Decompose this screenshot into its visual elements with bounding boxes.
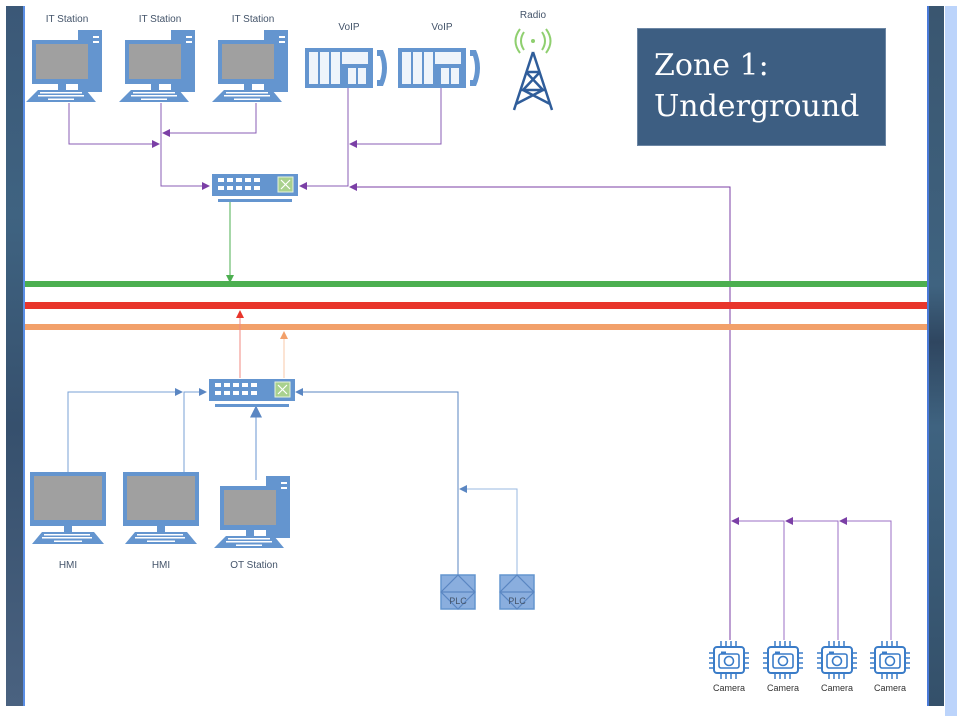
red-bus [25, 302, 927, 309]
hmi-label: HMI [152, 560, 170, 571]
voip-phone-icon [398, 48, 480, 88]
it-station-2[interactable]: IT Station [119, 14, 195, 102]
zone-title-box: Zone 1: Underground [637, 28, 886, 146]
it-links [68, 88, 731, 640]
camera-icon [762, 640, 804, 680]
camera-3[interactable]: Camera [816, 640, 858, 693]
zone-title-line1: Zone 1: [654, 48, 769, 83]
voip-phone-icon [305, 48, 387, 88]
camera-label: Camera [821, 683, 853, 693]
it-station-label: IT Station [46, 14, 89, 25]
it-station-label: IT Station [232, 14, 275, 25]
hmi-1[interactable]: HMI [30, 472, 106, 571]
radio-tower[interactable]: Radio [512, 10, 554, 111]
left-frame-edge [23, 6, 25, 706]
camera-4[interactable]: Camera [869, 640, 911, 693]
plc-1[interactable]: PLC [440, 574, 476, 610]
right-window-frame [929, 6, 944, 706]
left-window-frame [6, 6, 23, 706]
network-switch-icon [211, 173, 299, 203]
computer-icon [26, 30, 102, 102]
orange-bus [25, 324, 927, 330]
camera-icon [869, 640, 911, 680]
computer-icon [212, 30, 288, 102]
hmi-computer-icon [123, 472, 199, 544]
ot-station-label: OT Station [230, 560, 278, 571]
voip-device-2[interactable]: VoIP [398, 22, 480, 88]
hmi-2[interactable]: HMI [123, 472, 199, 571]
voip-label: VoIP [431, 22, 452, 33]
it-station-1[interactable]: IT Station [26, 14, 102, 102]
camera-label: Camera [767, 683, 799, 693]
plc-label: PLC [508, 596, 526, 606]
radio-tower-icon [512, 28, 554, 111]
camera-links [731, 517, 892, 640]
hmi-computer-icon [30, 472, 106, 544]
voip-label: VoIP [338, 22, 359, 33]
camera-icon [816, 640, 858, 680]
plc-label: PLC [449, 596, 467, 606]
it-switch[interactable] [211, 173, 299, 203]
plc-2[interactable]: PLC [499, 574, 535, 610]
right-frame-edge [927, 6, 929, 706]
computer-icon [119, 30, 195, 102]
radio-label: Radio [520, 10, 547, 21]
network-switch-icon [208, 378, 296, 408]
computer-icon [214, 476, 290, 548]
ot-switch[interactable] [208, 378, 296, 408]
green-bus [25, 281, 927, 287]
voip-device-1[interactable]: VoIP [305, 22, 387, 88]
camera-1[interactable]: Camera [708, 640, 750, 693]
it-station-3[interactable]: IT Station [212, 14, 288, 102]
camera-2[interactable]: Camera [762, 640, 804, 693]
zone-title-line2: Underground [654, 89, 860, 124]
zone-title: Zone 1: Underground [654, 45, 859, 127]
hmi-label: HMI [59, 560, 77, 571]
camera-icon [708, 640, 750, 680]
it-station-label: IT Station [139, 14, 182, 25]
camera-label: Camera [874, 683, 906, 693]
ot-station[interactable]: OT Station [214, 476, 290, 571]
camera-label: Camera [713, 683, 745, 693]
ot-links [67, 310, 518, 575]
vertical-scrollbar[interactable] [945, 6, 957, 716]
